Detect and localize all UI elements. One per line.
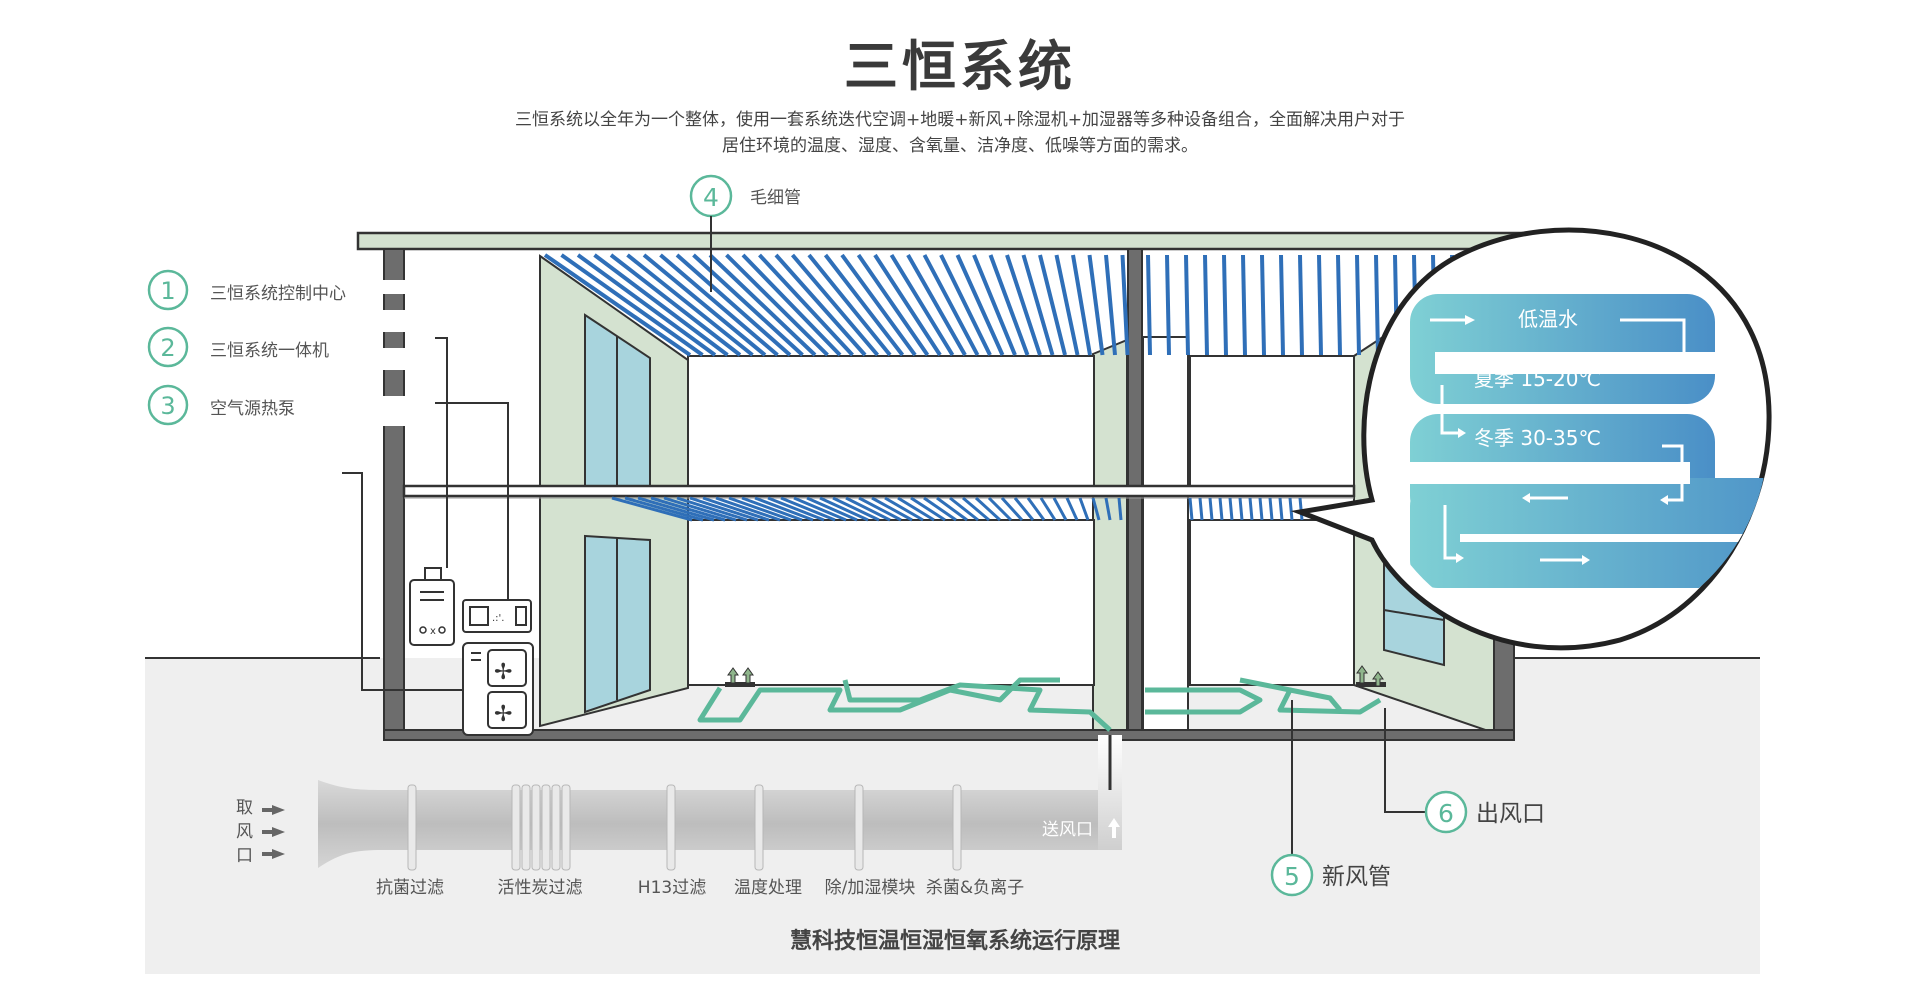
svg-text:出风口: 出风口	[1476, 801, 1545, 827]
floor-vent-right	[1356, 665, 1386, 687]
floor-vent-left	[725, 667, 755, 687]
svg-text:送风口: 送风口	[1042, 820, 1093, 840]
filter-plate	[531, 784, 541, 871]
description-line-1: 三恒系统以全年为一个整体，使用一套系统迭代空调+地暖+新风+除湿机+加湿器等多种…	[515, 110, 1405, 130]
water-temperature-detail: 低温水 夏季 15-20℃ 冬季 30-35℃	[1290, 227, 1772, 651]
duct-stage-label: 温度处理	[734, 878, 802, 898]
legend-item-control-center: 1 三恒系统控制中心	[147, 269, 346, 311]
winter-temp: 冬季 30-35℃	[1474, 426, 1601, 450]
svg-text:2: 2	[160, 334, 175, 362]
filter-plate	[511, 784, 521, 871]
svg-text:3: 3	[160, 392, 175, 420]
svg-text:6: 6	[1438, 799, 1454, 828]
duct-stage-label: H13过滤	[638, 878, 706, 898]
capillary-pipes-lower	[611, 496, 1304, 522]
window-lower-left	[584, 534, 651, 714]
filter-plate	[407, 784, 417, 871]
page-title: 三恒系统	[844, 35, 1076, 98]
fan-icon: ✢	[494, 660, 512, 685]
svg-text:取: 取	[236, 798, 253, 818]
callout-capillary: 4 毛细管	[689, 174, 801, 292]
fresh-air-floor-pipes	[697, 677, 1382, 732]
heat-pump-unit: ✢ ✢	[462, 642, 534, 736]
duct-stage-label: 除/加湿模块	[825, 878, 916, 898]
filter-plate	[541, 784, 551, 871]
intake-duct	[262, 735, 1122, 871]
callout-fresh-air-pipe: 5 新风管	[1270, 700, 1391, 897]
diagram-caption: 慧科技恒温恒湿恒氧系统运行原理	[790, 928, 1120, 954]
fan-icon: ✢	[494, 702, 512, 727]
integrated-unit: .:'.	[462, 599, 532, 633]
svg-text:5: 5	[1284, 862, 1300, 891]
svg-text:空气源热泵: 空气源热泵	[210, 399, 295, 419]
svg-text:三恒系统一体机: 三恒系统一体机	[210, 341, 329, 361]
description-line-2: 居住环境的温度、湿度、含氧量、洁净度、低噪等方面的需求。	[722, 136, 1198, 156]
filter-plate	[666, 784, 676, 871]
filter-plate	[521, 784, 531, 871]
svg-text:口: 口	[236, 846, 253, 866]
filter-plate	[754, 784, 764, 871]
filter-plate	[561, 784, 571, 871]
house	[356, 231, 1545, 741]
summer-temp: 夏季 15-20℃	[1474, 367, 1601, 391]
legend-item-heat-pump: 3 空气源热泵	[147, 384, 295, 426]
svg-text:1: 1	[160, 277, 175, 305]
duct-stage-label: 抗菌过滤	[376, 878, 444, 898]
supply-outlet-label: 送风口	[1042, 818, 1120, 840]
svg-text:4: 4	[703, 183, 719, 212]
svg-text:毛细管: 毛细管	[750, 188, 801, 208]
svg-text:新风管: 新风管	[1322, 864, 1391, 890]
duct-stage-label: 杀菌&负离子	[926, 878, 1024, 898]
filter-plate	[952, 784, 962, 871]
legend: 1 三恒系统控制中心 2 三恒系统一体机 3 空气源热泵	[147, 269, 346, 426]
filter-plate	[854, 784, 864, 871]
filter-plate	[551, 784, 561, 871]
duct-stage-label: 活性炭过滤	[498, 878, 583, 898]
equipment-leaders	[342, 337, 509, 691]
control-center-unit: x	[409, 567, 455, 646]
duct-stage-labels: 抗菌过滤 活性炭过滤 H13过滤 温度处理 除/加湿模块杀菌&负离子	[376, 878, 1024, 898]
callout-air-outlet: 6 出风口	[1384, 708, 1545, 834]
legend-item-integrated-unit: 2 三恒系统一体机	[147, 326, 329, 368]
water-title: 低温水	[1518, 307, 1578, 331]
svg-text:x: x	[430, 626, 436, 637]
svg-text:风: 风	[236, 822, 253, 842]
svg-text:.:'.: .:'.	[492, 613, 504, 624]
capillary-pipes-upper	[543, 253, 1456, 357]
svg-text:三恒系统控制中心: 三恒系统控制中心	[210, 284, 346, 304]
intake-label: 取 风 口	[236, 798, 253, 866]
